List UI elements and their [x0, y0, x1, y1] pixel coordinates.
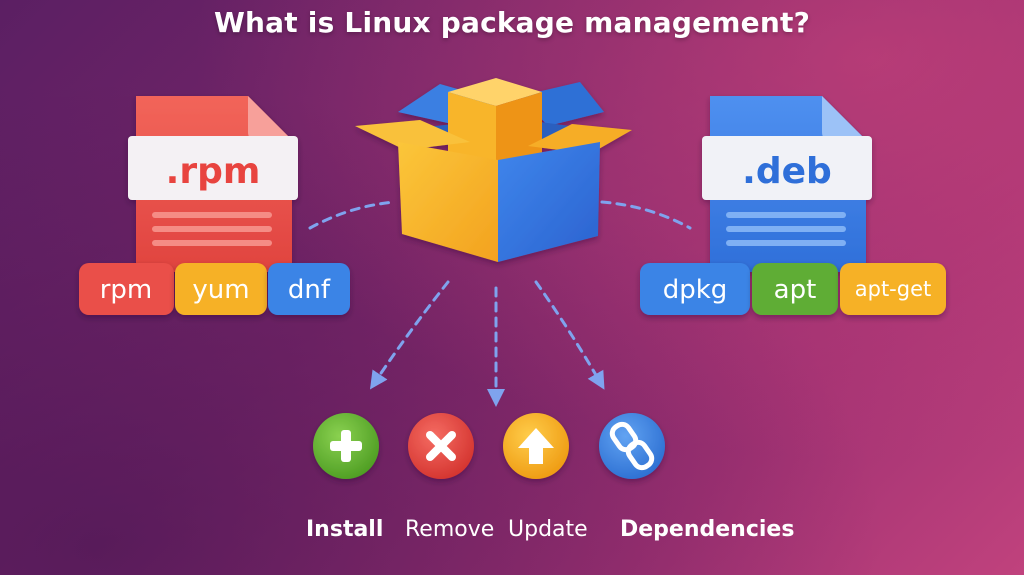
dnf-tool-label: dnf [288, 275, 331, 305]
dpkg-tool-label: dpkg [663, 275, 728, 305]
package-box-icon [355, 78, 632, 262]
dpkg-tool-pill [640, 263, 750, 315]
page-title: What is Linux package management? [213, 6, 811, 39]
rpm-tool-pill [79, 263, 174, 315]
connector-rpm-to-box [308, 200, 397, 230]
arrow-up-icon [518, 428, 554, 464]
apt-get-tool-label: apt-get [855, 277, 932, 301]
apt-tool-label: apt [774, 275, 817, 305]
apt-tool-pill [752, 263, 838, 315]
deb-file-icon [702, 96, 872, 272]
connector-box-to-deb [600, 200, 692, 230]
x-icon [426, 431, 456, 461]
link-icon [609, 421, 655, 471]
arrow-to-install [369, 280, 450, 390]
rpm-extension-label: .rpm [166, 151, 261, 192]
yum-tool-pill [175, 263, 267, 315]
connector-lines [308, 200, 692, 407]
plus-icon [330, 430, 362, 462]
dnf-tool-pill [268, 263, 350, 315]
deb-extension-label: .deb [742, 151, 832, 192]
arrow-to-dependencies [534, 280, 605, 390]
rpm-tool-label: rpm [100, 275, 153, 305]
remove-label: Remove [405, 517, 495, 542]
update-label: Update [508, 517, 588, 542]
apt-get-tool-pill [840, 263, 946, 315]
rpm-file-icon [128, 96, 298, 272]
dependencies-label: Dependencies [620, 517, 795, 542]
yum-tool-label: yum [192, 275, 249, 305]
install-label: Install [306, 517, 384, 542]
